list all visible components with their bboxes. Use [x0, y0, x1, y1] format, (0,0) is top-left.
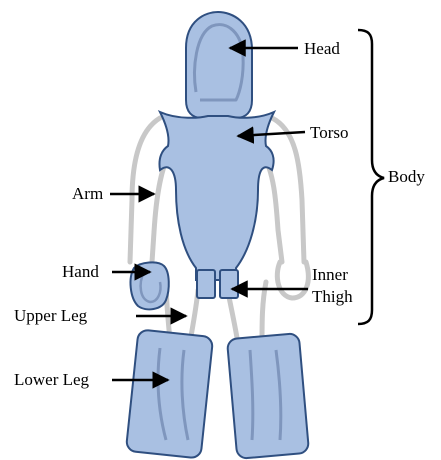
label-upper-leg: Upper Leg: [14, 306, 88, 325]
head-part: [186, 12, 252, 118]
label-torso: Torso: [310, 123, 348, 142]
lower-leg-right: [227, 333, 309, 459]
torso-part: [159, 112, 274, 280]
body-brace: [358, 30, 384, 324]
label-inner-thigh-line2: Thigh: [312, 287, 353, 306]
label-arm: Arm: [72, 184, 103, 203]
label-body: Body: [388, 167, 425, 186]
label-lower-leg: Lower Leg: [14, 370, 90, 389]
lower-leg-left: [126, 329, 213, 458]
label-head: Head: [304, 39, 340, 58]
hand-part: [131, 262, 169, 309]
label-inner-thigh-line1: Inner: [312, 265, 348, 284]
label-hand: Hand: [62, 262, 99, 281]
